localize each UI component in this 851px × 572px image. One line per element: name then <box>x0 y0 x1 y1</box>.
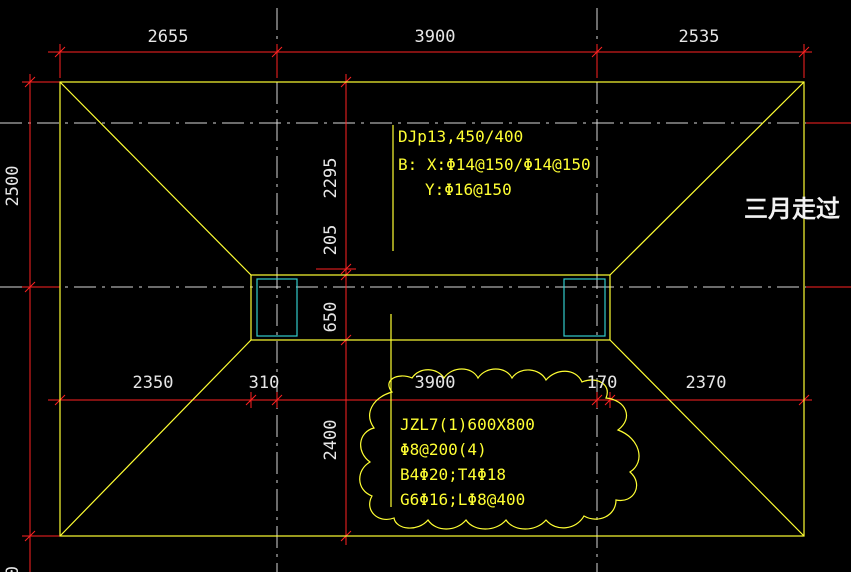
foundation-label-line2: B: X:Φ14@150/Φ14@150 <box>398 155 591 174</box>
foundation-outline <box>59 81 805 537</box>
beam-label-line1: JZL7(1)600X800 <box>400 415 535 434</box>
column-right <box>563 278 606 337</box>
dim-tick <box>245 394 257 406</box>
dim-text-middle-4: 170 <box>587 373 618 393</box>
dim-text-vertical-3: 650 <box>321 302 341 333</box>
dim-text-vertical-4: 2400 <box>321 420 341 461</box>
dim-text-left-total: 2500 <box>3 166 23 207</box>
footing-top-slab <box>250 274 611 341</box>
slope-line <box>59 81 252 276</box>
dim-tick <box>604 394 616 406</box>
foundation-label-line1: DJp13,450/400 <box>398 127 523 146</box>
dim-tick <box>24 281 36 293</box>
dim-text-top-2: 3900 <box>415 27 456 47</box>
dim-tick <box>24 530 36 542</box>
beam-label-line2: Φ8@200(4) <box>400 440 487 459</box>
dim-text-vertical-1: 2295 <box>321 158 341 199</box>
foundation-label-line3: Y:Φ16@150 <box>425 180 512 199</box>
slope-line <box>59 339 252 537</box>
dim-text-middle-1: 2350 <box>133 373 174 393</box>
dim-text-middle-3: 3900 <box>415 373 456 393</box>
slope-line <box>609 339 805 537</box>
beam-label-line3: B4Φ20;T4Φ18 <box>400 465 506 484</box>
footing-outer-rect <box>59 81 805 537</box>
dim-text-vertical-2: 205 <box>321 225 341 256</box>
dim-tick <box>340 263 352 275</box>
dim-tick <box>271 394 283 406</box>
dim-tick <box>591 46 603 58</box>
axis-lines <box>0 8 851 572</box>
beam-label-line4: G6Φ16;LΦ8@400 <box>400 490 525 509</box>
dim-text-top-1: 2655 <box>148 27 189 47</box>
dim-tick <box>24 76 36 88</box>
columns <box>256 278 606 337</box>
dim-tick <box>591 394 603 406</box>
watermark-text: 三月走过 <box>744 195 840 223</box>
dim-text-top-3: 2535 <box>679 27 720 47</box>
dim-tick <box>54 46 66 58</box>
dim-text-left-partial: 700 <box>3 566 23 572</box>
slope-line <box>609 81 805 276</box>
dim-tick <box>798 46 810 58</box>
column-left <box>256 278 298 337</box>
revision-cloud <box>359 368 640 530</box>
dim-text-middle-2: 310 <box>249 373 280 393</box>
dim-text-middle-5: 2370 <box>686 373 727 393</box>
dim-tick <box>271 46 283 58</box>
